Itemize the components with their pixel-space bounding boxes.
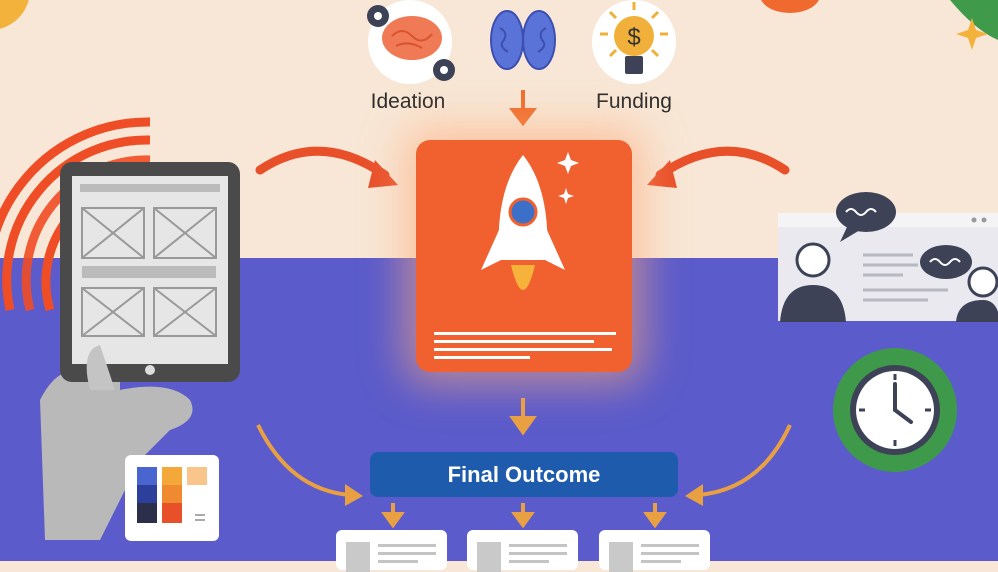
arrow-left-to-card: [255, 146, 390, 180]
yellow-blob: [0, 0, 29, 29]
svg-text:$: $: [627, 24, 640, 51]
funding-lightbulb-icon: $: [592, 0, 676, 84]
rocket-icon: [481, 152, 579, 290]
green-leaf: [950, 0, 998, 40]
rocket-card: [416, 140, 632, 372]
funding-label: Funding: [596, 90, 672, 113]
star-icon: [956, 18, 988, 50]
outcome-card: [336, 530, 447, 572]
ideation-brain-gears-icon: [367, 0, 455, 84]
arrow-right-to-card: [655, 146, 790, 180]
arrow-left-to-final: [256, 424, 351, 497]
color-palette-card: [125, 455, 219, 541]
arrow-right-to-final: [697, 424, 792, 497]
ideation-label: Ideation: [370, 90, 446, 113]
tablet-in-hand-illustration: [40, 162, 240, 540]
brain-icon: [490, 10, 556, 70]
outcome-card: [467, 530, 578, 572]
outcome-card: [599, 530, 710, 572]
orange-blob: [761, 0, 819, 13]
chat-window-illustration: [778, 192, 998, 322]
clock-icon: [833, 348, 957, 472]
final-outcome-box: Final Outcome: [370, 452, 678, 497]
